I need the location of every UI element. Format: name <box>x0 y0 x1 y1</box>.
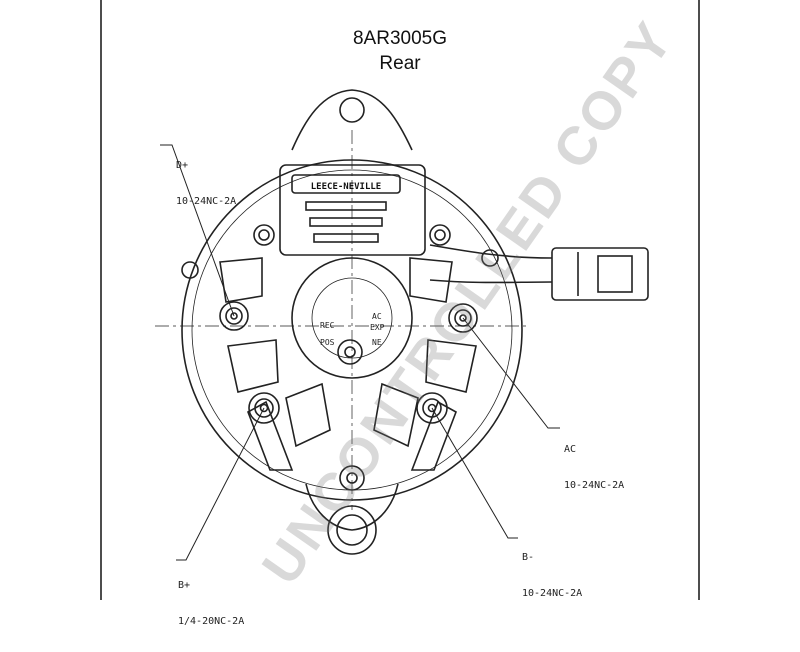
b-plus-name: B+ <box>178 580 191 591</box>
b-plus-leader <box>176 407 265 561</box>
ac-terminal-core <box>459 314 467 322</box>
face-label-ac: AC <box>372 312 382 321</box>
harness-wire-lower <box>429 279 553 284</box>
b-minus-terminal-core <box>427 403 437 413</box>
b-plus-terminal <box>248 392 280 424</box>
b-minus-terminal <box>416 392 448 424</box>
top-mounting-ear <box>291 89 413 151</box>
d-plus-callout: D+ 10-24NC-2A <box>176 136 236 232</box>
regulator-screw-right-inner <box>434 229 446 241</box>
center-terminal-inner <box>344 346 356 358</box>
ac-terminal <box>448 303 478 333</box>
regulator-screw-right <box>429 224 451 246</box>
b-plus-thread: 1/4-20NC-2A <box>178 616 245 627</box>
b-minus-name: B- <box>522 552 535 563</box>
ac-thread: 10-24NC-2A <box>564 480 625 491</box>
face-label-pos: POS <box>320 338 335 347</box>
d-plus-terminal <box>219 301 249 331</box>
vent-slot-3 <box>227 339 279 393</box>
d-plus-name: D+ <box>176 160 189 171</box>
vent-slot-4 <box>425 339 477 393</box>
regulator-badge <box>291 174 401 194</box>
d-plus-leader <box>160 144 235 317</box>
regulator-brand: LEECE-NEVILLE <box>311 182 381 192</box>
drawing-frame: 8AR3005G Rear <box>100 0 700 627</box>
b-plus-callout: B+ 1/4-20NC-2A <box>178 556 244 652</box>
regulator-bar-2 <box>309 217 383 227</box>
b-minus-thread: 10-24NC-2A <box>522 588 583 599</box>
vent-slot-8 <box>410 400 457 471</box>
ac-leader <box>462 317 560 429</box>
side-screw-left <box>181 261 199 279</box>
part-number-title: 8AR3005G <box>352 28 447 49</box>
bottom-ear-hole-inner <box>336 514 368 546</box>
harness-wire-upper <box>429 244 553 259</box>
connector-body <box>551 247 649 301</box>
view-label: Rear <box>379 53 421 74</box>
d-plus-terminal-inner <box>225 307 243 325</box>
center-terminal <box>337 339 363 365</box>
vent-slot-5 <box>285 382 331 448</box>
regulator-bar-1 <box>305 201 387 211</box>
ac-name: AC <box>564 444 577 455</box>
d-plus-terminal-core <box>230 312 238 320</box>
face-label-rec: REC <box>320 321 335 330</box>
top-ear-hole <box>339 97 365 123</box>
regulator-screw-left-inner <box>258 229 270 241</box>
regulator-bar-3 <box>313 233 379 243</box>
b-plus-terminal-inner <box>254 398 274 418</box>
ac-callout: AC 10-24NC-2A <box>564 420 624 516</box>
b-minus-callout: B- 10-24NC-2A <box>522 528 582 624</box>
d-plus-thread: 10-24NC-2A <box>176 196 237 207</box>
regulator-screw-left <box>253 224 275 246</box>
vent-slot-2 <box>409 257 453 303</box>
vent-slot-6 <box>373 382 419 448</box>
connector-latch <box>597 255 633 293</box>
b-minus-terminal-inner <box>422 398 442 418</box>
bottom-mounting-ear <box>305 483 399 531</box>
b-plus-terminal-core <box>259 403 269 413</box>
side-screw-right <box>481 249 499 267</box>
face-label-exp: EXP <box>370 323 385 332</box>
face-label-ne: NE <box>372 338 382 347</box>
regulator-body <box>279 164 426 256</box>
alternator-rear-drawing: LEECE-NEVILLE REC AC EXP POS NE <box>100 0 700 600</box>
b-minus-leader <box>431 407 518 539</box>
vent-slot-7 <box>247 400 294 471</box>
